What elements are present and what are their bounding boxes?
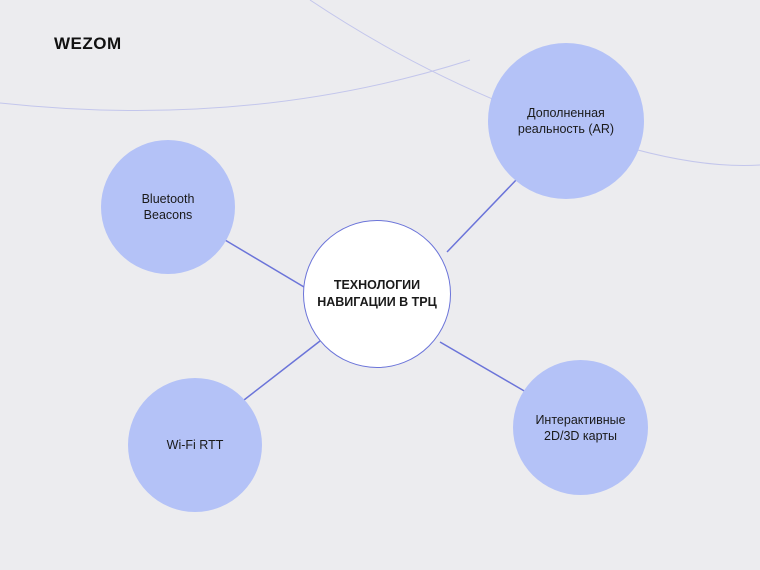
node-bluetooth-beacons: Bluetooth Beacons — [101, 140, 235, 274]
node-augmented-reality: Дополненная реальность (AR) — [488, 43, 644, 199]
node-augmented-reality-label: Дополненная реальность (AR) — [517, 106, 615, 136]
center-node: ТЕХНОЛОГИИ НАВИГАЦИИ В ТРЦ — [303, 220, 451, 368]
node-wifi-rtt-label: Wi-Fi RTT — [166, 438, 224, 452]
node-bluetooth-beacons-label: Bluetooth Beacons — [141, 192, 195, 222]
center-node-label: ТЕХНОЛОГИИ НАВИГАЦИИ В ТРЦ — [317, 278, 437, 309]
node-interactive-maps: Интерактивные 2D/3D карты — [513, 360, 648, 495]
connector-bluetooth — [224, 239, 305, 288]
wezom-logo: WEZOM — [54, 34, 122, 53]
decor-arc-left — [0, 59, 471, 112]
node-interactive-maps-label: Интерактивные 2D/3D карты — [535, 412, 626, 443]
connector-maps — [439, 341, 527, 393]
node-wifi-rtt: Wi-Fi RTT — [128, 378, 262, 512]
connector-wifi — [243, 340, 321, 401]
connector-ar — [446, 177, 519, 253]
